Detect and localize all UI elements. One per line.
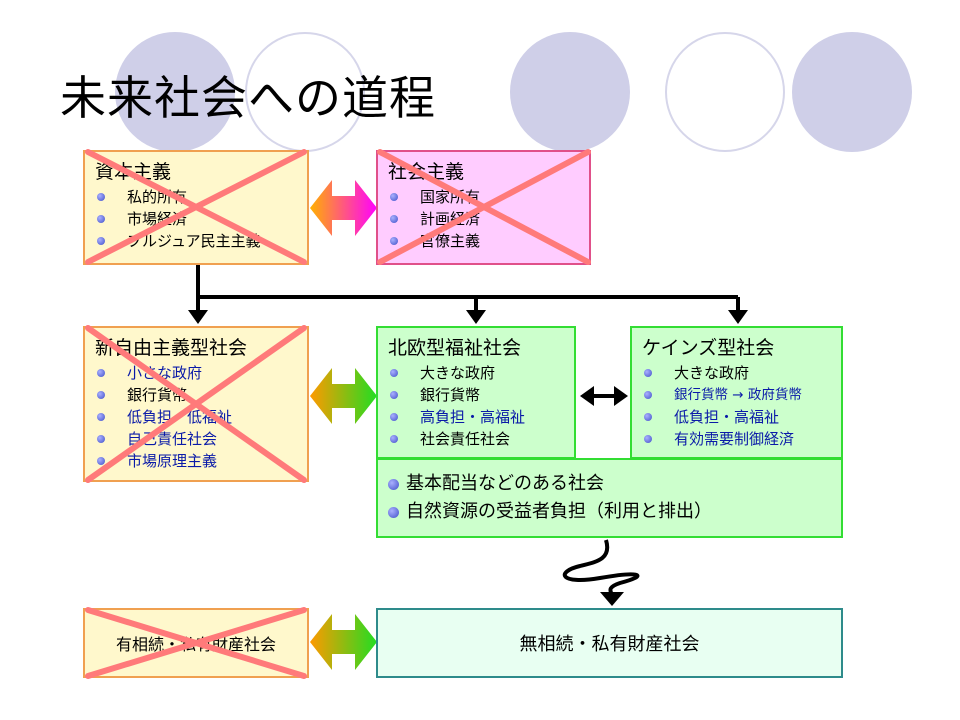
decorative-circle-4 [665, 32, 785, 152]
arrow-capitalism-socialism [310, 180, 377, 236]
list-item: 大きな政府 [642, 362, 831, 384]
bullet-icon [644, 369, 652, 377]
cross-inherit [85, 607, 307, 679]
nordic-title: 北欧型福祉社会 [388, 337, 522, 359]
list-item: 銀行貨幣 → 政府貨幣 [642, 384, 831, 406]
no-inherit-society-label: 無相続・私有財産社会 [519, 634, 700, 655]
squiggle-arrow [562, 539, 640, 597]
cross-neoliberal [85, 325, 307, 483]
list-item: 銀行貨幣 [388, 384, 564, 406]
decorative-circle-3 [510, 32, 630, 152]
arrow-head-1 [188, 310, 208, 324]
bullet-icon [644, 413, 652, 421]
bullet-icon [390, 369, 398, 377]
nordic-box: 北欧型福祉社会 大きな政府 銀行貨幣 高負担・高福祉 社会責任社会 [376, 326, 576, 459]
list-item: 国家所有 [388, 186, 579, 208]
bullet-icon [97, 457, 105, 465]
bullet-icon [97, 413, 105, 421]
keynes-box: ケインズ型社会 大きな政府 銀行貨幣 → 政府貨幣 低負担・高福祉 有効需要制御… [630, 326, 843, 459]
list-item: 高負担・高福祉 [388, 406, 564, 428]
shared-line: 基本配当などのある社会 [388, 470, 831, 498]
cross-socialism [377, 149, 591, 265]
arrow-head-2 [466, 310, 486, 324]
shared-features-box: 基本配当などのある社会 自然資源の受益者負担（利用と排出） [376, 458, 843, 538]
list-item: 低負担・高福祉 [642, 406, 831, 428]
bullet-icon [97, 391, 105, 399]
arrow-nordic-keynes [580, 386, 628, 406]
cross-capitalism [85, 149, 307, 265]
list-item: 市場原理主義 [95, 450, 297, 472]
bullet-icon [390, 391, 398, 399]
bullet-icon [97, 215, 105, 223]
decorative-circle-2 [245, 32, 365, 152]
keynes-title: ケインズ型社会 [642, 337, 775, 359]
bullet-icon [390, 215, 398, 223]
bullet-icon [390, 237, 398, 245]
bullet-icon [97, 435, 105, 443]
arrow-head-3 [728, 310, 748, 324]
bullet-icon [390, 435, 398, 443]
shared-line: 自然資源の受益者負担（利用と排出） [388, 498, 831, 526]
decorative-circle-1 [115, 32, 235, 152]
arrow-neoliberal-nordic [310, 368, 377, 424]
list-item: 社会責任社会 [388, 428, 564, 450]
bullet-icon [97, 193, 105, 201]
bullet-icon [644, 435, 652, 443]
bullet-icon [390, 413, 398, 421]
arrow-inherit-noinherit [310, 614, 377, 670]
bullet-icon [388, 479, 399, 490]
list-item: 有効需要制御経済 [642, 428, 831, 450]
bullet-icon [644, 391, 652, 399]
neoliberal-title: 新自由主義型社会 [95, 337, 248, 359]
list-item: 大きな政府 [388, 362, 564, 384]
bullet-icon [390, 193, 398, 201]
list-item: ブルジュア民主主義 [95, 230, 297, 252]
list-item: 官僚主義 [388, 230, 579, 252]
bullet-icon [97, 237, 105, 245]
decorative-circle-5 [792, 32, 912, 152]
bullet-icon [388, 507, 399, 518]
no-inherit-society-box: 無相続・私有財産社会 [376, 608, 843, 678]
slide-title: 未来社会への道程 [60, 71, 436, 125]
list-item: 市場経済 [95, 208, 297, 230]
bullet-icon [97, 369, 105, 377]
